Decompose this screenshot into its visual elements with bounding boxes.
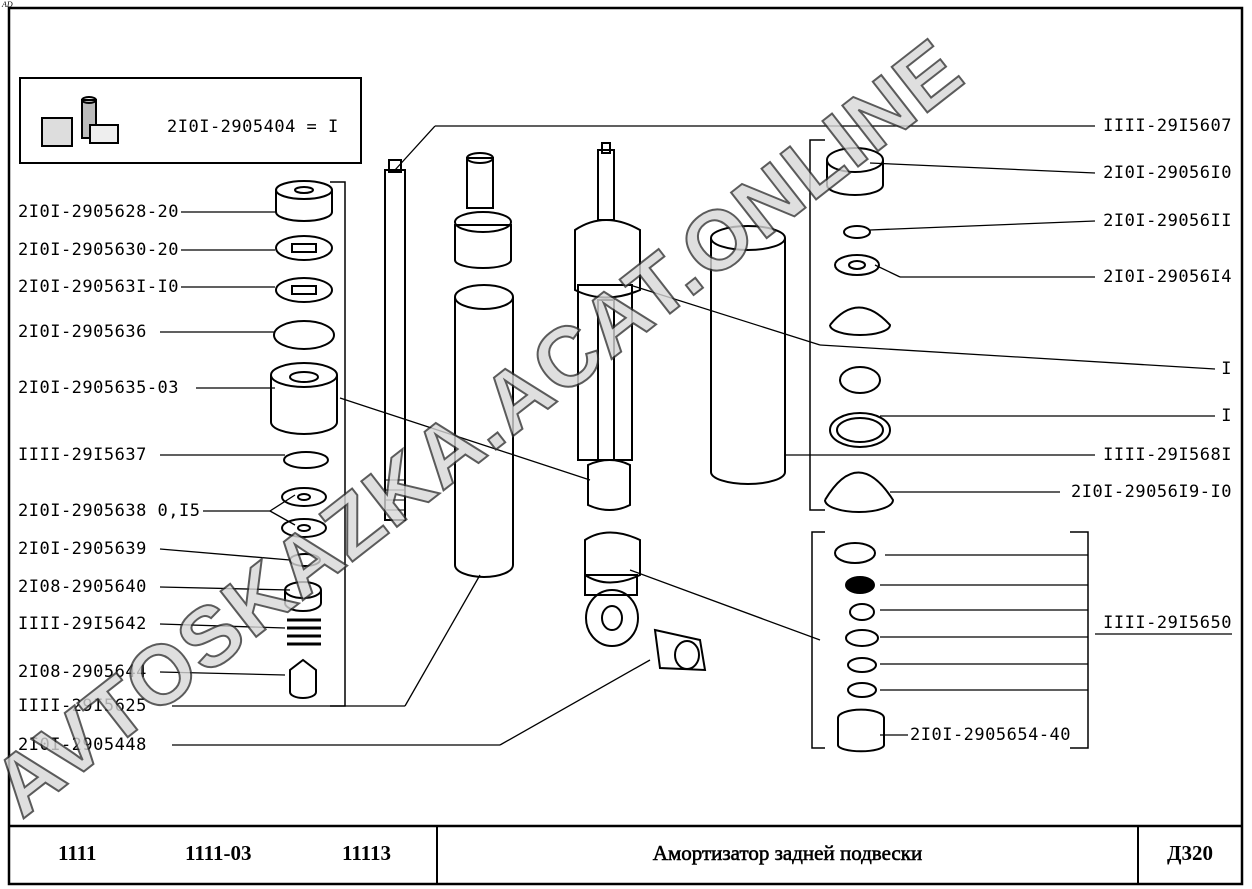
shock-absorber-assembly [574,142,707,672]
left-parts-stack [270,180,338,699]
part-label: 2I0I-29056I0 [1101,163,1234,183]
part-label: 2I08-2905644 [16,662,149,682]
part-label: I [1219,359,1234,379]
part-label: IIII-29I5607 [1101,116,1234,136]
part-label: IIII-29I5637 [16,445,149,465]
model-3: 11113 [342,841,392,865]
part-label: IIII-29I568I [1101,445,1234,465]
part-label: 2I0I-2905635-03 [16,378,182,398]
part-label: 2I0I-29056I4 [1101,267,1234,287]
part-label: 2I08-2905640 [16,577,149,597]
sheet-title: Амортизатор задней подвески [652,841,923,866]
model-1: 1111 [58,841,97,865]
part-label: 2I0I-29056II [1101,211,1234,231]
model-2: 1111-03 [185,841,252,865]
piston-rod [384,159,406,521]
part-label: 2I0I-2905636 [16,322,149,342]
part-label: 2I0I-2905654-40 [908,725,1074,745]
part-label: 2I0I-29056I9-I0 [1068,482,1234,502]
sheet-code: Д320 [1167,841,1213,865]
repair-kit-icon [41,96,119,147]
part-label: 2I0I-2905639 [16,539,149,559]
cylinder-tube [454,152,514,578]
part-label: I [1219,406,1234,426]
part-label: 2I0I-2905630-20 [16,240,182,260]
part-label: 2I0I-290563I-I0 [16,277,182,297]
part-label: 2I0I-2905448 [16,735,149,755]
protective-boot [710,225,786,485]
right-parts-stack [824,147,895,753]
part-label: IIII-29I5650 [1103,613,1232,633]
part-label: IIII-29I5625 [16,696,149,716]
corner-mark: AD [2,0,13,9]
part-label: 2I0I-2905638 0,I5 [16,501,203,521]
part-label: IIII-29I5642 [16,614,149,634]
repair-kit-label: 2I0I-2905404 = I [165,117,341,137]
part-label: 2I0I-2905628-20 [16,202,182,222]
